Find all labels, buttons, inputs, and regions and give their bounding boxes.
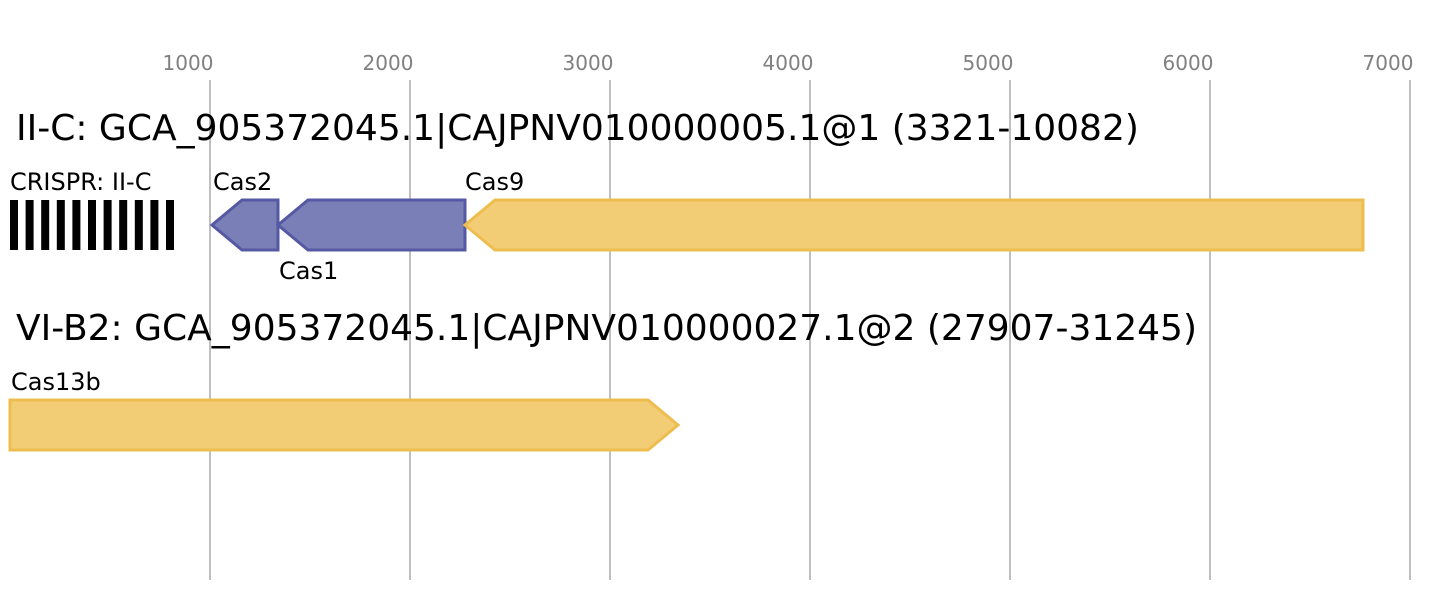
gene-arrow-cas1[interactable] <box>275 198 467 252</box>
repeat-bar <box>119 200 128 250</box>
repeat-bar <box>41 200 50 250</box>
tick-label: 1000 <box>163 51 214 75</box>
crispr-array[interactable] <box>10 200 174 250</box>
feature-label: Cas9 <box>465 168 524 196</box>
tick-label: 7000 <box>1363 51 1414 75</box>
tick-label: 3000 <box>563 51 614 75</box>
repeat-bar <box>103 200 112 250</box>
loci-tracks: II-C: GCA_905372045.1|CAJPNV010000005.1@… <box>8 108 1365 452</box>
axis-grid: 1000 2000 3000 4000 5000 6000 7000 <box>163 51 1414 580</box>
repeat-bar <box>166 200 174 250</box>
repeat-bar <box>25 200 34 250</box>
feature-label: Cas13b <box>11 368 101 396</box>
repeat-bar <box>150 200 159 250</box>
locus-track: VI-B2: GCA_905372045.1|CAJPNV010000027.1… <box>8 308 1197 452</box>
repeat-bar <box>88 200 96 250</box>
feature-label: Cas2 <box>213 168 272 196</box>
tick-label: 5000 <box>963 51 1014 75</box>
feature-label: Cas1 <box>279 257 338 285</box>
locus-title: II-C: GCA_905372045.1|CAJPNV010000005.1@… <box>16 108 1139 149</box>
tick-label: 6000 <box>1163 51 1214 75</box>
tick-label: 4000 <box>763 51 814 75</box>
gene-arrow-cas13b[interactable] <box>8 398 681 452</box>
feature-label: CRISPR: II-C <box>10 168 151 196</box>
locus-track: II-C: GCA_905372045.1|CAJPNV010000005.1@… <box>10 108 1365 285</box>
repeat-bar <box>56 200 65 250</box>
locus-title: VI-B2: GCA_905372045.1|CAJPNV010000027.1… <box>16 308 1197 349</box>
repeat-bar <box>10 200 18 250</box>
repeat-bar <box>134 200 143 250</box>
gene-arrow-cas9[interactable] <box>462 198 1365 252</box>
gene-arrow-cas2[interactable] <box>209 198 280 252</box>
repeat-bar <box>72 200 81 250</box>
tick-label: 2000 <box>363 51 414 75</box>
